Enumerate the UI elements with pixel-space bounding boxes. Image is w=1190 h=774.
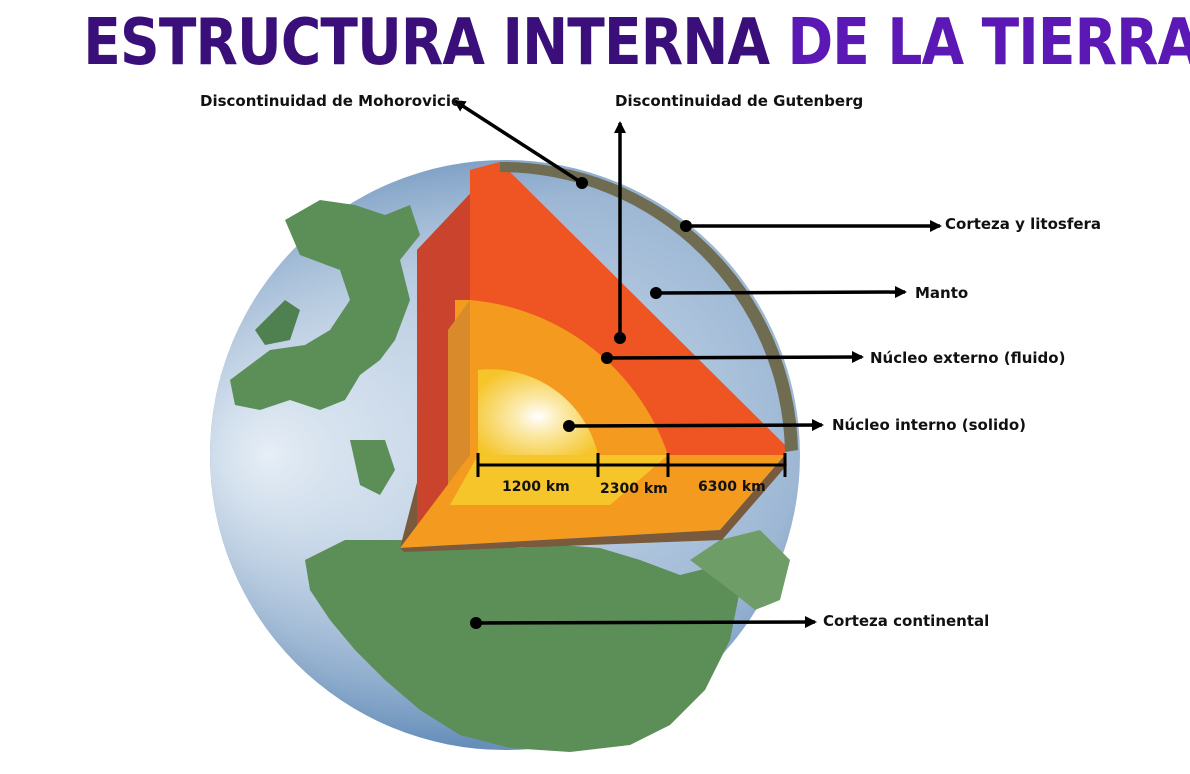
continents — [230, 200, 790, 752]
pointer-mohorovicic — [453, 99, 583, 185]
label-manto: Manto — [915, 284, 969, 302]
inner-core — [478, 369, 598, 455]
pointer-dots — [470, 177, 692, 629]
label-corteza-litosfera: Corteza y litosfera — [945, 215, 1102, 233]
floor-core-band — [450, 455, 668, 505]
pointer-manto — [655, 286, 907, 299]
page-title: ESTRUCTURA INTERNA DE LA TIERRA — [83, 0, 1190, 86]
label-gutenberg: Discontinuidad de Gutenberg — [615, 92, 864, 110]
label-nucleo-externo: Núcleo externo (fluido) — [870, 349, 1066, 367]
pointer-nucleo-interno — [568, 419, 824, 432]
outer-core-side — [448, 300, 470, 500]
pointer-nucleo-externo — [606, 351, 864, 364]
scale-bar — [476, 453, 787, 477]
label-mohorovicic: Discontinuidad de Mohorovicic — [200, 92, 460, 110]
pointer-corteza-continental — [475, 616, 817, 629]
scale-outer-core: 2300 km — [600, 481, 668, 497]
label-corteza-continental: Corteza continental — [823, 612, 990, 630]
title-part-1: ESTRUCTURA INTERNA — [83, 6, 770, 80]
label-nucleo-interno: Núcleo interno (solido) — [832, 416, 1027, 434]
scale-mantle: 6300 km — [698, 479, 766, 495]
scale-inner-core: 1200 km — [502, 479, 570, 495]
pointers — [453, 99, 942, 629]
title-part-2: DE LA TIERRA — [787, 6, 1190, 80]
